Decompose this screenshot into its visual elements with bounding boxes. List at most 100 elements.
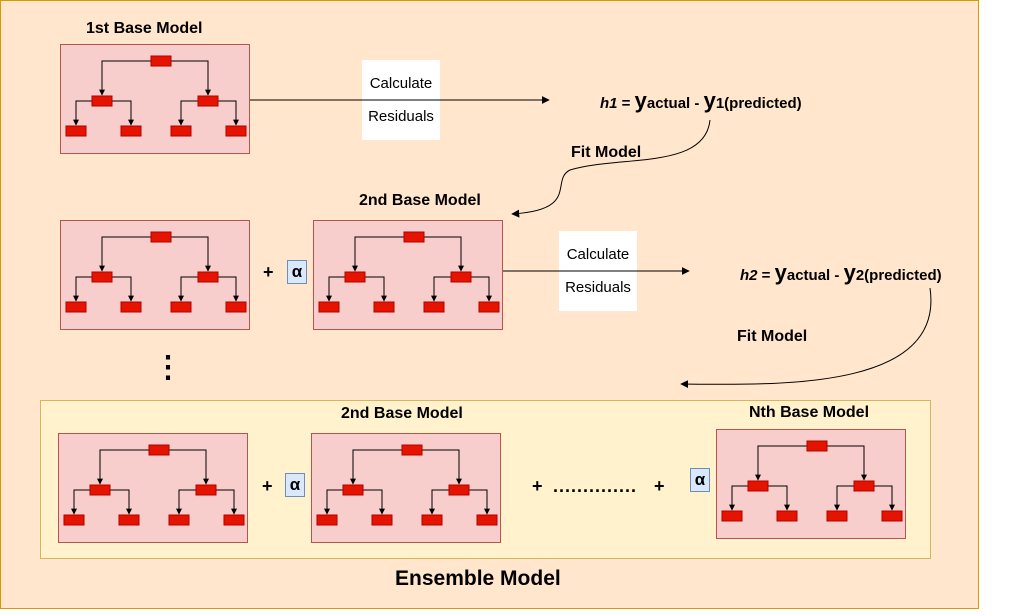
tree-internal-node	[91, 95, 113, 107]
tree-edge	[110, 489, 132, 515]
tree-leaf-node	[225, 125, 247, 137]
tree-leaf-node	[225, 301, 247, 313]
tree-leaf-node	[168, 514, 190, 526]
tree-edge	[431, 276, 451, 302]
tree-edge	[768, 485, 790, 511]
calc-line1: Calculate	[566, 246, 630, 264]
tree-leaf-node	[120, 125, 142, 137]
tree-edge	[71, 489, 90, 515]
ensemble-model-tree-2	[311, 433, 501, 543]
tree-leaf-node	[423, 301, 445, 313]
tree-leaf-node	[421, 514, 443, 526]
alpha-box: α	[690, 468, 710, 492]
tree-leaf-node	[881, 510, 903, 522]
tree-edge	[469, 489, 490, 515]
residual-formula-2: h2 = yactual - y2(predicted)	[740, 260, 942, 285]
tree-internal-node	[344, 271, 366, 283]
tree-internal-node	[747, 480, 769, 492]
ensemble-second-base-model-label: 2nd Base Model	[341, 405, 463, 422]
tree-leaf-node	[65, 125, 87, 137]
tree-internal-node	[342, 484, 364, 496]
ensemble-model-tree-1	[58, 433, 248, 543]
calculate-residuals-box-1: Calculate Residuals	[362, 60, 440, 140]
second-base-model-tree	[313, 220, 503, 330]
tree-root-node	[150, 55, 172, 67]
y-predicted-symbol: y	[843, 260, 856, 285]
tree-diagram-icon	[316, 444, 498, 526]
tree-leaf-node	[223, 514, 245, 526]
tree-root-node	[403, 231, 425, 243]
tree-edge	[352, 236, 404, 272]
tree-edge	[216, 489, 237, 515]
y-actual-symbol: y	[634, 88, 647, 113]
tree-edge	[99, 60, 151, 96]
tree-edge	[363, 489, 385, 515]
alpha-box: α	[287, 260, 307, 284]
tree-edge	[365, 276, 387, 302]
plus-sign: +	[532, 476, 543, 496]
tree-leaf-node	[721, 510, 743, 522]
tree-leaf-node	[65, 301, 87, 313]
tree-diagram-icon	[318, 231, 500, 313]
tree-internal-node	[448, 484, 470, 496]
tree-internal-node	[197, 271, 219, 283]
tree-leaf-node	[318, 301, 340, 313]
ensemble-nth-model-tree	[716, 429, 906, 539]
tree-internal-node	[197, 95, 219, 107]
row2-model-tree-1	[60, 220, 250, 330]
tree-root-node	[401, 444, 423, 456]
tree-edge	[176, 489, 196, 515]
tree-edge	[429, 489, 449, 515]
tree-leaf-node	[118, 514, 140, 526]
tree-edge	[834, 485, 854, 511]
tree-edge	[178, 276, 198, 302]
plus-sign: +	[654, 476, 665, 496]
tree-diagram-icon	[65, 55, 247, 137]
tree-internal-node	[195, 484, 217, 496]
tree-leaf-node	[373, 301, 395, 313]
tree-edge	[350, 449, 402, 485]
tree-edge	[97, 449, 149, 485]
y-actual-symbol: y	[774, 260, 787, 285]
plus-sign: +	[262, 476, 273, 496]
h2-symbol: h2	[740, 267, 758, 284]
tree-leaf-node	[478, 301, 500, 313]
tree-leaf-node	[63, 514, 85, 526]
y-predicted-symbol: y	[703, 88, 716, 113]
tree-edge	[218, 100, 239, 126]
tree-edge	[874, 485, 895, 511]
tree-leaf-node	[776, 510, 798, 522]
calc-line1: Calculate	[369, 75, 433, 93]
tree-edge	[471, 276, 492, 302]
tree-diagram-icon	[721, 440, 903, 522]
tree-edge	[218, 276, 239, 302]
tree-edge	[729, 485, 748, 511]
tree-edge	[178, 100, 198, 126]
tree-internal-node	[89, 484, 111, 496]
tree-edge	[112, 100, 134, 126]
calculate-residuals-box-2: Calculate Residuals	[559, 231, 637, 311]
tree-leaf-node	[120, 301, 142, 313]
tree-edge	[755, 445, 807, 481]
tree-leaf-node	[476, 514, 498, 526]
tree-internal-node	[450, 271, 472, 283]
tree-root-node	[806, 440, 828, 452]
tree-root-node	[148, 444, 170, 456]
nth-base-model-label: Nth Base Model	[749, 404, 870, 421]
continuation-dots: ..............	[553, 476, 638, 496]
calc-line2: Residuals	[565, 278, 631, 296]
tree-leaf-node	[170, 125, 192, 137]
fit-model-label-2: Fit Model	[737, 328, 808, 345]
second-base-model-label: 2nd Base Model	[359, 192, 481, 209]
tree-edge	[324, 489, 343, 515]
tree-leaf-node	[826, 510, 848, 522]
calc-line2: Residuals	[368, 107, 434, 125]
alpha-box: α	[285, 473, 305, 497]
fit-model-label-1: Fit Model	[571, 144, 642, 161]
tree-edge	[73, 100, 92, 126]
tree-root-node	[150, 231, 172, 243]
tree-internal-node	[91, 271, 113, 283]
tree-edge	[112, 276, 134, 302]
tree-edge	[326, 276, 345, 302]
first-base-model-tree	[60, 44, 250, 154]
